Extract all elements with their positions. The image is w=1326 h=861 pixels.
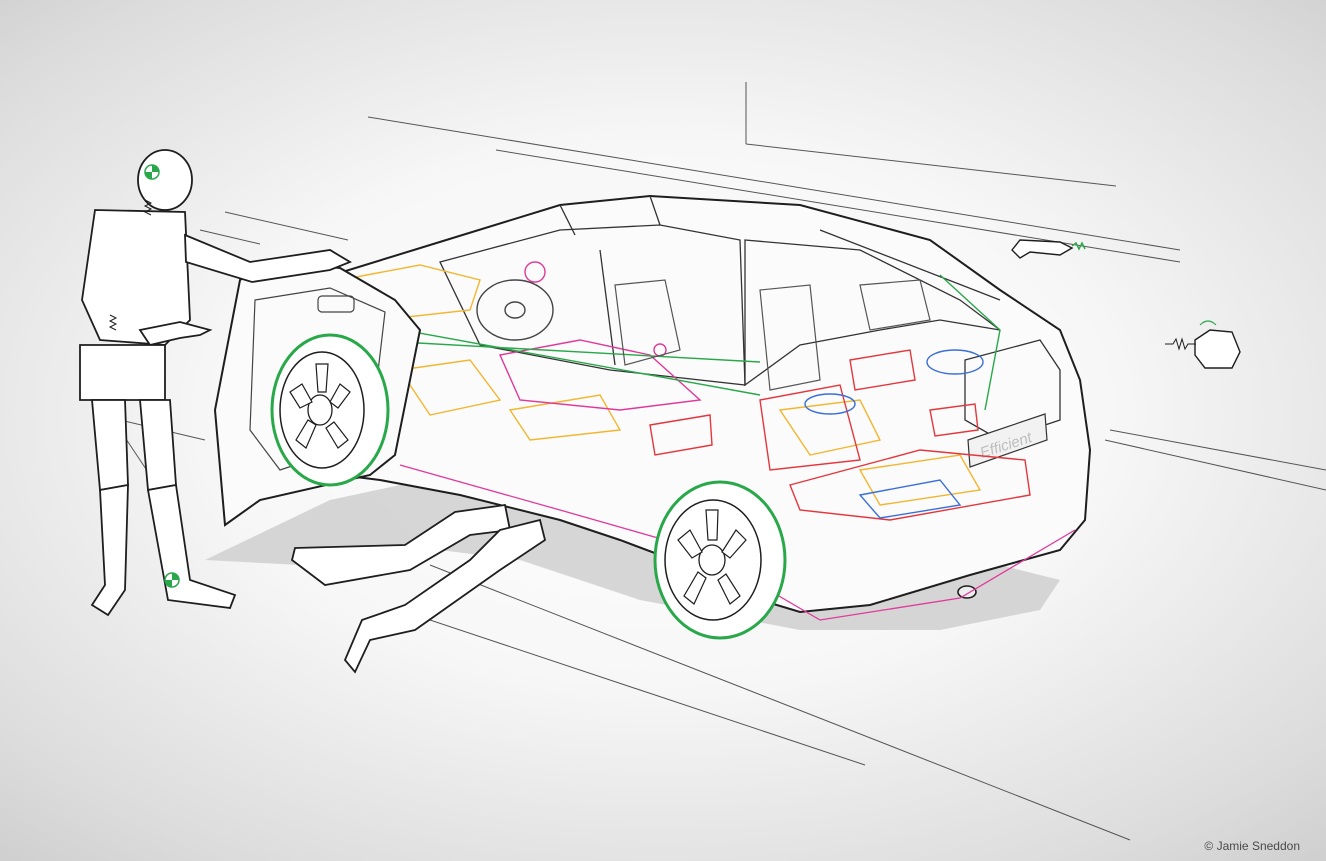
rear-light — [964, 339, 1061, 441]
car-body-outline — [228, 194, 1092, 614]
seats — [614, 279, 931, 391]
detached-dummy-head — [1165, 320, 1241, 369]
artist-credit: © Jamie Sneddon — [1204, 839, 1300, 853]
exhaust-pipe — [957, 585, 977, 599]
car-windows — [439, 195, 1001, 387]
studio-floor-lines — [119, 82, 1326, 841]
rear-wheel — [653, 480, 787, 640]
lying-crash-dummy-legs — [290, 503, 547, 674]
wiring-red — [649, 349, 1031, 521]
detached-dummy-arm — [1011, 239, 1086, 259]
side-mirror — [317, 295, 355, 313]
dummy-neck-spring — [108, 199, 153, 331]
steering-wheel — [476, 279, 554, 341]
front-wheel — [270, 333, 390, 487]
standing-crash-dummy — [79, 149, 353, 617]
